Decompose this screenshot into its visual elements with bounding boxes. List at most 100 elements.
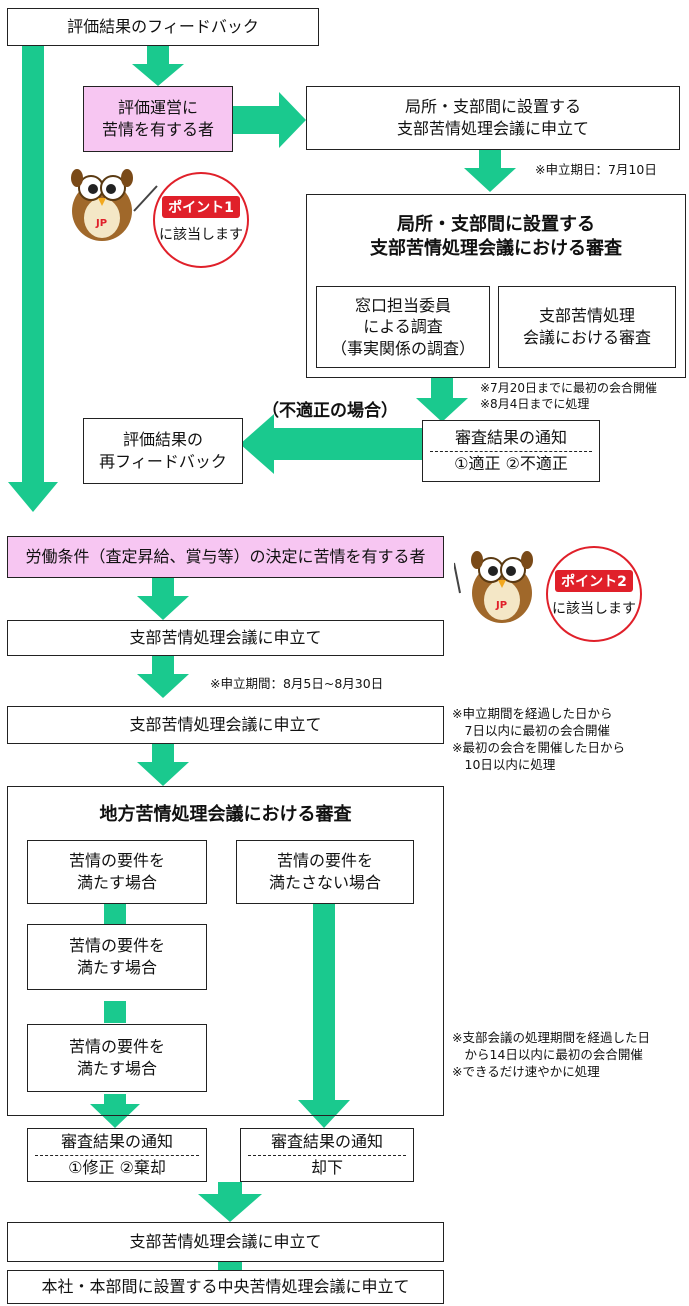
apply-branch-top-line1: 局所・支部間に設置する — [404, 97, 581, 117]
left-long-arrow-head — [8, 482, 58, 512]
branch-review-box: 支部苦情処理 会議における審査 — [498, 286, 676, 368]
arrow-apply3-to-regional-head — [137, 762, 189, 786]
complainant-eval-box: 評価運営に 苦情を有する者 — [83, 86, 233, 152]
result-notice-3-options: 却下 — [247, 1155, 407, 1179]
result-notice-3-box: 審査結果の通知 却下 — [240, 1128, 414, 1182]
labor-complainant-box: 労働条件（査定昇給、賞与等）の決定に苦情を有する者 — [7, 536, 444, 578]
refeedback-line2: 再フィードバック — [99, 452, 227, 471]
result-notice-2-options: ①修正 ②棄却 — [35, 1155, 199, 1179]
meets-3-box: 苦情の要件を 満たす場合 — [27, 1024, 207, 1092]
regional-review-title: 地方苦情処理会議における審査 — [99, 804, 352, 825]
window-investigation-box: 窓口担当委員 による調査 （事実関係の調査） — [316, 286, 490, 368]
result-notice-1-box: 審査結果の通知 ①適正 ②不適正 — [422, 420, 600, 482]
schedule-note-1: ※7月20日までに最初の会合開催 ※8月4日までに処理 — [480, 380, 657, 412]
schedule-note-3-line1: ※支部会議の処理期間を経過した日 — [452, 1030, 650, 1045]
apply-branch-3-box: 支部苦情処理会議に申立て — [7, 706, 444, 744]
meets-3-line2: 満たす場合 — [76, 1059, 157, 1078]
apply-branch-4-label: 支部苦情処理会議に申立て — [129, 1232, 322, 1252]
result-notice-1-title: 審査結果の通知 — [454, 428, 567, 448]
result-notice-2-title: 審査結果の通知 — [60, 1132, 173, 1152]
point-1-text: に該当します — [159, 227, 243, 243]
window-investigation-line2: による調査 — [363, 317, 443, 337]
apply-branch-3-label: 支部苦情処理会議に申立て — [129, 715, 322, 735]
apply-branch-4-box: 支部苦情処理会議に申立て — [7, 1222, 444, 1262]
refeedback-box: 評価結果の 再フィードバック — [83, 418, 243, 484]
point-1-circle: ポイント1 に該当します — [153, 172, 249, 268]
arrow-feedback-to-complainant-shaft — [147, 46, 169, 68]
owl-mascot-icon: JP — [71, 169, 158, 241]
apply-branch-top-box: 局所・支部間に設置する 支部苦情処理会議に申立て — [306, 86, 680, 150]
apply-central-label: 本社・本部間に設置する中央苦情処理会議に申立て — [41, 1277, 410, 1297]
labor-complainant-label: 労働条件（査定昇給、賞与等）の決定に苦情を有する者 — [25, 547, 426, 567]
arrow-notice-to-refeedback-shaft — [270, 428, 424, 460]
arrow-meets-chain-1 — [104, 904, 126, 924]
arrow-review-to-notice-head — [416, 398, 468, 422]
schedule-note-3-line2: から14日以内に最初の会合開催 — [452, 1046, 643, 1062]
arrow-to-apply4-head — [198, 1194, 262, 1222]
arrow-to-apply4-shaft — [218, 1182, 242, 1196]
regional-review-box: 地方苦情処理会議における審査 — [7, 786, 444, 1116]
schedule-note-3: ※支部会議の処理期間を経過した日 から14日以内に最初の会合開催 ※できるだけ速… — [452, 1030, 650, 1081]
arrow-apply2-to-apply3-head — [137, 674, 189, 698]
arrow-review-to-notice-shaft — [431, 378, 453, 402]
meets-2-line1: 苦情の要件を — [68, 936, 165, 956]
svg-text:JP: JP — [495, 600, 507, 611]
complainant-eval-line1: 評価運営に — [117, 98, 198, 118]
schedule-note-2-line1: ※申立期間を経過した日から — [452, 706, 613, 721]
schedule-note-1-line2: ※8月4日までに処理 — [480, 397, 590, 412]
arrow-complainant-to-apply-head — [279, 92, 306, 148]
complainant-eval-line2: 苦情を有する者 — [101, 120, 214, 139]
result-notice-3-title: 審査結果の通知 — [270, 1132, 383, 1152]
review-branch-title-line2: 支部苦情処理会議における審査 — [370, 238, 622, 260]
arrow-apply-to-review-shaft — [479, 150, 501, 172]
schedule-note-2-line3: ※最初の会合を開催した日から — [452, 739, 625, 755]
apply-branch-2-box: 支部苦情処理会議に申立て — [7, 620, 444, 656]
arrow-notmeets-shaft — [313, 904, 335, 1104]
arrow-labor-to-apply2-head — [137, 596, 189, 620]
branch-review-line2: 会議における審査 — [522, 328, 651, 347]
window-investigation-line1: 窓口担当委員 — [354, 295, 451, 315]
owl-mascot-2-icon: JP — [454, 551, 533, 623]
arrow-labor-to-apply2-shaft — [152, 578, 174, 600]
schedule-note-2-line2: 7日以内に最初の会合開催 — [452, 722, 610, 738]
meets-3-line1: 苦情の要件を — [68, 1037, 165, 1057]
meets-2-box: 苦情の要件を 満たす場合 — [27, 924, 207, 990]
svg-text:JP: JP — [95, 218, 107, 229]
arrow-notmeets-head — [298, 1100, 350, 1128]
deadline-note-2: ※申立期間：8月5日~8月30日 — [210, 676, 384, 691]
review-branch-title-line1: 局所・支部間に設置する — [397, 214, 595, 235]
schedule-note-3-line3: ※できるだけ速やかに処理 — [452, 1063, 600, 1079]
branch-review-line1: 支部苦情処理 — [538, 306, 635, 326]
apply-branch-top-line2: 支部苦情処理会議に申立て — [396, 119, 589, 138]
deadline-note-1: ※申立期日：7月10日 — [535, 162, 657, 177]
schedule-note-2: ※申立期間を経過した日から 7日以内に最初の会合開催 ※最初の会合を開催した日か… — [452, 706, 625, 774]
arrow-notice-to-refeedback-head — [240, 414, 274, 474]
arrow-feedback-to-complainant-head — [132, 64, 184, 86]
not-meets-line1: 苦情の要件を — [276, 851, 373, 871]
point-2-badge: ポイント2 — [555, 570, 633, 592]
arrow-apply-to-review-head — [464, 168, 516, 192]
point-2-text: に該当します — [552, 601, 636, 617]
feedback-label: 評価結果のフィードバック — [67, 17, 259, 37]
feedback-box: 評価結果のフィードバック — [7, 8, 319, 46]
meets-1-line1: 苦情の要件を — [68, 851, 165, 871]
refeedback-line1: 評価結果の — [122, 430, 203, 450]
schedule-note-2-line4: 10日以内に処理 — [452, 756, 556, 772]
arrow-meets-chain-2 — [104, 1001, 126, 1023]
arrow-apply2-to-apply3-shaft — [152, 656, 174, 678]
result-notice-2-box: 審査結果の通知 ①修正 ②棄却 — [27, 1128, 207, 1182]
arrow-meets-to-notice2-head — [90, 1104, 140, 1128]
meets-2-line2: 満たす場合 — [76, 958, 157, 977]
arrow-complainant-to-apply-shaft — [233, 106, 283, 134]
apply-central-box: 本社・本部間に設置する中央苦情処理会議に申立て — [7, 1270, 444, 1304]
arrow-apply3-to-regional-shaft — [152, 744, 174, 766]
schedule-note-1-line1: ※7月20日までに最初の会合開催 — [480, 381, 657, 395]
improper-case-label: （不適正の場合） — [262, 401, 398, 421]
point-2-circle: ポイント2 に該当します — [546, 546, 642, 642]
meets-1-line2: 満たす場合 — [76, 873, 157, 892]
result-notice-1-options: ①適正 ②不適正 — [430, 451, 592, 475]
not-meets-box: 苦情の要件を 満たさない場合 — [236, 840, 414, 904]
not-meets-line2: 満たさない場合 — [268, 873, 381, 892]
meets-1-box: 苦情の要件を 満たす場合 — [27, 840, 207, 904]
